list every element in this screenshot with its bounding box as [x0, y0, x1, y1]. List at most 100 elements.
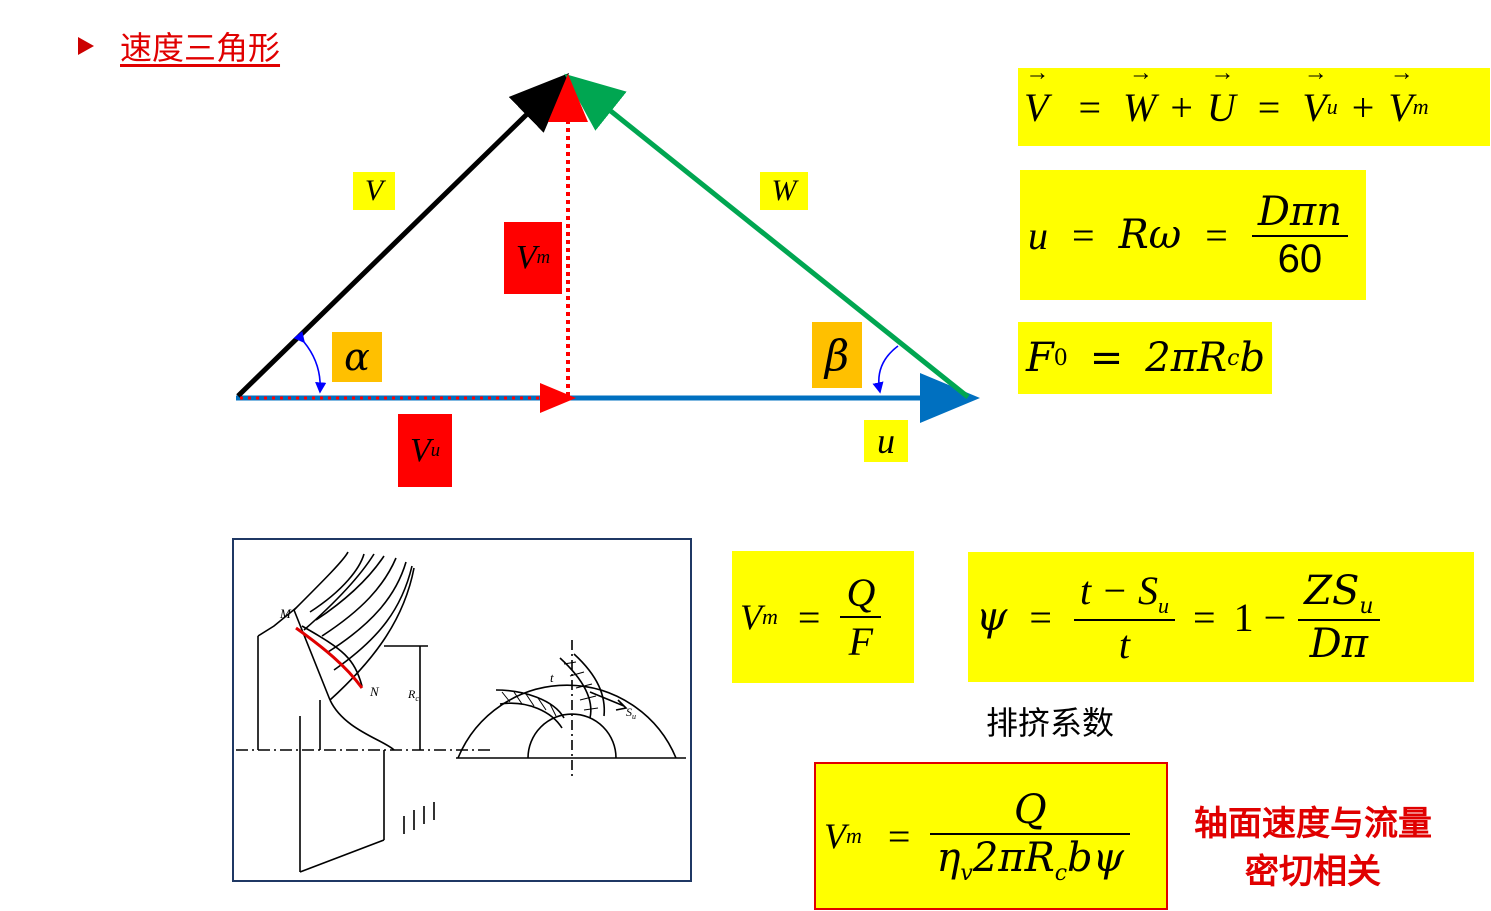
- f0-rhs-sub: c: [1227, 345, 1240, 371]
- r-omega: Rω: [1118, 212, 1182, 258]
- den-eta-sub: v: [960, 860, 973, 886]
- numerator-1-sub: u: [1158, 592, 1170, 618]
- v-vector-arrow: [236, 73, 570, 398]
- vm-label-main: V: [515, 239, 537, 276]
- eq-sign: =: [797, 594, 821, 640]
- fraction-bar-2: [1298, 618, 1380, 621]
- eq-sign-2: =: [1205, 212, 1228, 258]
- psi-formula: ψ = t − Su t = 1 − ZSu Dπ: [968, 552, 1474, 682]
- eq-sign: =: [1078, 84, 1101, 130]
- page-title: 速度三角形: [120, 29, 281, 67]
- fraction-bar: [1251, 234, 1348, 237]
- numerator: Q: [846, 570, 876, 615]
- plus-sign-2: +: [1351, 84, 1375, 130]
- numerator: Q: [1013, 786, 1047, 833]
- title-row: 速度三角形: [78, 26, 281, 67]
- fraction: Q F: [840, 569, 882, 665]
- denominator-2: Dπ: [1309, 620, 1369, 667]
- numerator-2-main: ZS: [1304, 567, 1360, 614]
- denominator-1: t: [1118, 621, 1131, 667]
- numerator-2-sub: u: [1359, 593, 1374, 619]
- den-eta: η: [936, 834, 961, 881]
- vu-label-sub: u: [430, 439, 441, 461]
- one-minus: 1 −: [1233, 594, 1287, 640]
- vm-sub: m: [762, 604, 778, 629]
- fig-label-su-sub: u: [632, 712, 636, 721]
- beta-angle-arc: [872, 345, 899, 394]
- bullet-arrow-icon: [78, 37, 94, 55]
- flow-note-line-2: 密切相关: [1245, 852, 1381, 892]
- vec-vm: V: [1388, 84, 1412, 131]
- denominator: 60: [1277, 236, 1323, 281]
- eq-sign: =: [1072, 212, 1095, 258]
- psi-lhs: ψ: [976, 594, 1008, 640]
- numerator-1-main: t − S: [1079, 567, 1159, 613]
- vu-label-main: V: [409, 431, 431, 469]
- v-label: V: [353, 172, 395, 210]
- vec-vm-sub: m: [1412, 94, 1429, 119]
- fig-label-m: M: [279, 606, 292, 621]
- w-vector-arrow: [564, 73, 970, 399]
- denominator: ηv2πRcbψ: [930, 835, 1130, 886]
- alpha-label: α: [332, 332, 382, 382]
- f0-rhs-a: 2πR: [1145, 335, 1228, 381]
- fig-label-rc-sub: c: [415, 694, 419, 703]
- fig-label-su: Su: [626, 705, 636, 721]
- impeller-figure: M N Rc t Su: [232, 538, 692, 882]
- fraction: Q ηv2πRcbψ: [930, 786, 1131, 886]
- fraction-2: ZSu Dπ: [1298, 568, 1380, 667]
- fraction-bar: [840, 616, 882, 618]
- alpha-angle-arc: [293, 331, 327, 394]
- vm-label-sub: m: [536, 247, 551, 268]
- fig-label-t: t: [550, 670, 554, 685]
- f0-lhs: F: [1026, 335, 1054, 381]
- eq-sign-2: =: [1193, 594, 1216, 640]
- vm-sub: m: [846, 823, 862, 848]
- vec-vu-sub: u: [1326, 94, 1338, 119]
- u-lhs: u: [1028, 212, 1048, 258]
- f0-rhs-b: b: [1239, 335, 1266, 381]
- fraction-bar-1: [1073, 618, 1176, 621]
- numerator-2: ZSu: [1298, 568, 1379, 619]
- fig-label-rc-main: R: [407, 687, 416, 701]
- psi-name-label: 排挤系数: [986, 704, 1115, 742]
- den-2piR: 2πR: [972, 834, 1055, 881]
- numerator-1: t − Su: [1074, 567, 1175, 619]
- den-bpsi: bψ: [1067, 834, 1125, 881]
- vm-lhs: V: [740, 597, 762, 637]
- beta-label: β: [812, 322, 862, 388]
- vec-vu: V: [1302, 84, 1326, 131]
- eq-sign: =: [1029, 594, 1052, 640]
- impeller-drawing: M N Rc t Su: [236, 551, 686, 873]
- fraction: Dπn 60: [1251, 188, 1348, 282]
- fig-label-su-main: S: [626, 705, 632, 719]
- vm-lhs: V: [824, 816, 846, 856]
- f0-sub: 0: [1053, 345, 1068, 371]
- plus-sign: +: [1170, 84, 1193, 130]
- fraction-1: t − Su t: [1073, 567, 1176, 668]
- den-r-sub: c: [1054, 860, 1068, 886]
- fig-label-rc: Rc: [407, 687, 419, 703]
- w-label: W: [760, 172, 808, 210]
- vec-v: V: [1024, 84, 1048, 131]
- numerator: Dπn: [1257, 188, 1342, 235]
- vec-w: W: [1123, 84, 1156, 131]
- denominator: F: [848, 619, 874, 664]
- eq-sign-2: =: [1257, 84, 1281, 130]
- fraction-bar: [930, 832, 1131, 835]
- eq-sign: =: [1089, 335, 1124, 381]
- flow-note: 轴面速度与流量 密切相关: [1180, 800, 1446, 896]
- vec-u: U: [1207, 84, 1236, 131]
- fig-label-n: N: [369, 684, 380, 699]
- eq-sign: =: [887, 813, 911, 859]
- vector-sum-formula: V = W + U = Vu + Vm: [1018, 68, 1490, 146]
- u-formula: u = Rω = Dπn 60: [1020, 170, 1366, 300]
- flow-note-line-1: 轴面速度与流量: [1194, 804, 1432, 844]
- u-label: u: [864, 420, 908, 462]
